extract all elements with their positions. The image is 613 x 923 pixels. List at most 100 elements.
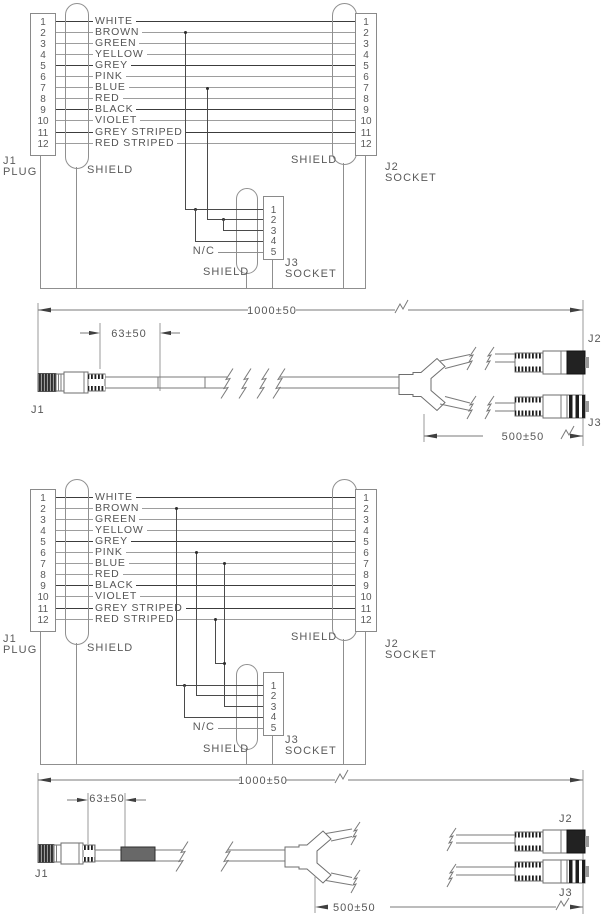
branch-cable-j3: [439, 395, 515, 420]
junction-dot: [205, 86, 209, 90]
pin-number: 1: [270, 680, 277, 692]
pin-number: 1: [270, 204, 277, 216]
wire-color-label: BROWN: [93, 27, 143, 39]
pin-number: 2: [363, 28, 369, 40]
j2-shield-drop: [343, 163, 344, 288]
j3-pin1-wire: [185, 209, 263, 210]
pin-number: 11: [37, 603, 49, 615]
wire-line: [55, 65, 355, 67]
pin-number: 7: [40, 559, 46, 571]
pin-number: 9: [40, 105, 46, 117]
branch-blue-vertical: [224, 563, 225, 706]
j2-shield-label: SHIELD: [291, 631, 338, 643]
pin-number: 8: [363, 94, 369, 106]
wire-line: [55, 563, 355, 565]
j1-shield-oval: [65, 479, 89, 645]
wire-color-label: GREY STRIPED: [93, 126, 186, 138]
wire-line: [55, 142, 355, 144]
j3-type-label: SOCKET: [285, 268, 337, 280]
pin-number: 6: [363, 548, 369, 560]
wire-color-label: WHITE: [93, 16, 136, 27]
junction-dot: [194, 551, 198, 554]
pin-number: 11: [360, 127, 372, 139]
wire-color-label: GREY STRIPED: [93, 602, 186, 614]
wire-color-label: YELLOW: [93, 525, 147, 537]
j2-drawing-label: J2: [588, 333, 602, 345]
j3-pin3-riser: [223, 219, 224, 230]
branch-cable-j2: [325, 821, 515, 852]
j1-box-ground-drop: [40, 630, 41, 764]
junction-dot: [222, 562, 226, 565]
y-splitter: [398, 357, 446, 412]
pin-number: 7: [363, 83, 369, 95]
j3-shield-label: SHIELD: [203, 743, 250, 755]
wire-line: [55, 131, 355, 133]
j3-pin4-wire: [184, 717, 263, 718]
wire-line: [55, 109, 355, 111]
wire-line: [55, 574, 355, 576]
wire-color-label: WHITE: [93, 492, 136, 503]
pin-number: 10: [360, 592, 372, 604]
pin-number: 12: [37, 138, 49, 150]
dimension-branch: 500±50: [314, 876, 583, 914]
overall-length-text: 1000±50: [238, 775, 288, 787]
pin-number: 5: [40, 61, 46, 73]
branch-brown-vertical: [176, 508, 177, 685]
shield-ground-rail: [40, 287, 366, 289]
pin-number: 8: [40, 94, 46, 106]
pin-number: 3: [40, 39, 46, 51]
y-splitter: [284, 830, 332, 884]
wire-line: [55, 120, 355, 122]
pin-number: 6: [40, 548, 46, 560]
wire-line: [55, 87, 355, 89]
pin-number: 4: [270, 236, 277, 248]
j3-pin4-riser: [184, 685, 185, 717]
j1-shield-drop: [76, 167, 77, 288]
j3-pin5-nc-wire: [218, 251, 263, 253]
j1-type-label: PLUG: [3, 166, 38, 178]
j3-drawing-label: J3: [559, 887, 573, 899]
branch-redstriped-vertical: [215, 619, 216, 663]
j3-shield-oval: [236, 188, 258, 274]
pin-number: 3: [363, 515, 369, 527]
j1-shield-drop: [76, 643, 77, 764]
stub-length-text: 63±50: [89, 793, 125, 805]
wire-color-label: RED: [93, 569, 123, 581]
j1-drawing-label: J1: [31, 404, 45, 416]
main-cable: [105, 368, 399, 399]
cable-dimension-drawing-1: 1000±50 63±50: [31, 299, 602, 446]
wire-line: [55, 552, 355, 554]
j3-connector-drawing: [514, 859, 589, 884]
j3-ref-label: J3: [285, 257, 299, 269]
j3-ref-label: J3: [285, 734, 299, 746]
wire-color-label: GREY: [93, 60, 131, 72]
wire-line: [55, 585, 355, 587]
pin-number: 2: [270, 691, 277, 703]
knurled-ring: [37, 844, 55, 863]
wire-color-label: VIOLET: [93, 591, 141, 603]
dimension-branch: 500±50: [423, 414, 583, 443]
wire-color-label: PINK: [93, 547, 126, 559]
junction-dot: [174, 506, 178, 510]
pin-number: 12: [360, 614, 372, 626]
j2-box-ground-drop: [365, 630, 366, 764]
nc-label: N/C: [192, 245, 215, 257]
junction-dot: [183, 30, 187, 34]
j2-type-label: SOCKET: [385, 172, 437, 184]
wire-color-label: RED STRIPED: [93, 613, 178, 625]
pin-number: 6: [363, 72, 369, 84]
pin-number: 9: [40, 581, 46, 593]
dimension-stub: 63±50: [67, 790, 146, 857]
pin-number: 1: [40, 17, 46, 28]
j2-shield-oval: [332, 3, 357, 165]
pin-number: 11: [360, 603, 372, 615]
dimension-stub: 63±50: [80, 323, 180, 391]
j3-shield-drop: [246, 748, 247, 764]
wire-color-label: GREEN: [93, 38, 140, 50]
j3-pin1-wire: [176, 685, 263, 686]
j3-pin4-riser: [195, 209, 196, 241]
j1-drawing-label: J1: [35, 868, 49, 880]
